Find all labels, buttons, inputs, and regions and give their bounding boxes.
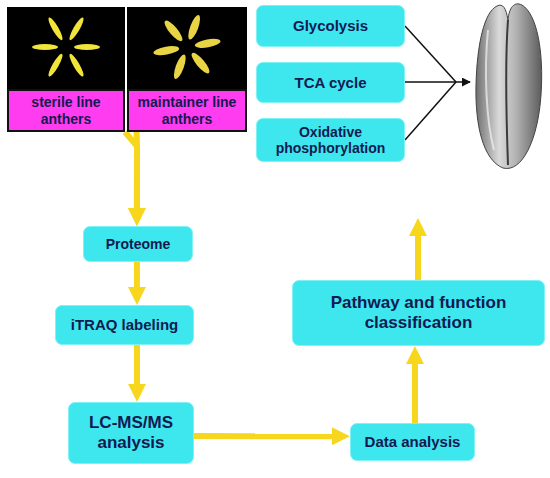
box-text: Pathway and function classification [297,293,540,332]
converge-line [405,81,456,83]
converge-line [405,82,456,140]
photo-background [127,7,247,89]
maintainer-anther-photo [127,7,247,89]
anther [153,44,180,56]
flow-arrow [412,354,418,423]
sample-label-box: sterile line anthers [7,89,125,132]
anther [194,37,221,49]
process-box: LC-MS/MS analysis [68,402,194,464]
photo-background [7,7,125,89]
anther [32,44,58,50]
box-text: Glycolysis [293,17,368,34]
anther [46,16,64,42]
box-text: maintainer line anthers [133,94,241,126]
anther [74,44,100,50]
process-box: iTRAQ labeling [55,305,194,345]
anther [172,53,188,80]
sample-label-box: maintainer line anthers [127,89,247,132]
anther-group [32,16,100,78]
process-box: Glycolysis [256,5,405,47]
pollen-highlight [486,30,494,150]
box-text: sterile line anthers [13,94,119,126]
process-box: Proteome [83,226,193,262]
anther [189,51,212,76]
process-box: Data analysis [350,423,475,461]
process-box: Oxidative phosphorylation [256,118,405,162]
sterile-anther-photo [7,7,125,89]
process-box: Pathway and function classification [292,280,545,346]
box-text: LC-MS/MS analysis [73,413,189,452]
pollen-furrow [506,20,508,165]
flow-arrow-up [415,226,421,280]
flow-arrow [125,132,137,218]
anther [162,18,185,43]
flow-arrow [134,132,140,218]
pollen-sem-image [476,4,542,169]
converge-line [405,26,456,82]
anther [67,52,85,78]
box-text: TCA cycle [295,74,367,91]
anther [67,16,85,42]
anther-group [153,14,221,81]
anther [186,14,202,41]
pathway-converge-lines [405,26,470,140]
pollen-grain [476,4,542,169]
flow-arrow [134,262,140,297]
flow-arrow [134,345,140,394]
box-text: Data analysis [365,433,461,450]
anther [46,52,64,78]
box-text: Proteome [106,236,171,252]
flow-arrow [194,433,342,439]
box-text: Oxidative phosphorylation [261,124,400,156]
converge-arrow [456,81,470,83]
box-text: iTRAQ labeling [71,316,179,333]
process-box: TCA cycle [256,62,405,103]
